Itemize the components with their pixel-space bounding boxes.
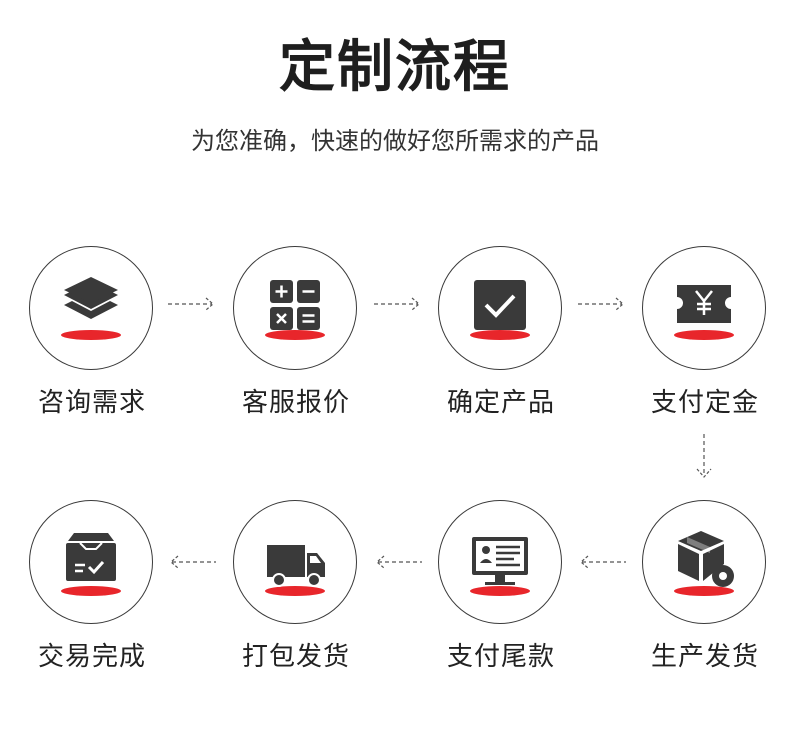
step-label: 支付定金 — [650, 388, 759, 418]
arrow-right-icon — [578, 297, 624, 311]
step-label: 打包发货 — [241, 642, 350, 672]
arrow-right-icon — [374, 297, 420, 311]
arrow-left-icon — [580, 555, 626, 569]
calculator-icon — [265, 280, 325, 340]
step-final-payment: 支付尾款 — [431, 500, 571, 680]
box-gear-icon — [674, 531, 734, 596]
step-produce: 生产发货 — [635, 500, 775, 680]
arrow-down-icon — [696, 434, 712, 478]
step-label: 生产发货 — [650, 642, 759, 672]
step-label: 咨询需求 — [37, 388, 146, 418]
step-circle — [233, 246, 357, 370]
step-complete: 交易完成 — [22, 500, 162, 680]
step-label: 交易完成 — [37, 642, 146, 672]
layers-icon — [61, 277, 121, 340]
step-label: 支付尾款 — [446, 642, 555, 672]
arrow-right-icon — [168, 297, 214, 311]
step-pack-ship: 打包发货 — [226, 500, 366, 680]
truck-icon — [265, 545, 325, 596]
box-check-icon — [61, 533, 121, 596]
step-label: 确定产品 — [446, 388, 555, 418]
step-deposit: 支付定金 — [635, 246, 775, 426]
checkbox-icon — [470, 280, 530, 340]
step-quote: 客服报价 — [226, 246, 366, 426]
arrow-left-icon — [376, 555, 422, 569]
step-confirm: 确定产品 — [431, 246, 571, 426]
page-subtitle: 为您准确，快速的做好您所需求的产品 — [191, 127, 599, 155]
step-circle — [438, 500, 562, 624]
yen-ticket-icon — [674, 285, 734, 340]
step-consult: 咨询需求 — [22, 246, 162, 426]
step-circle — [233, 500, 357, 624]
monitor-icon — [470, 537, 530, 596]
step-circle — [642, 246, 766, 370]
page-title: 定制流程 — [279, 35, 511, 100]
step-circle — [29, 500, 153, 624]
step-circle — [29, 246, 153, 370]
step-circle — [438, 246, 562, 370]
arrow-left-icon — [170, 555, 216, 569]
step-circle — [642, 500, 766, 624]
step-label: 客服报价 — [241, 388, 350, 418]
